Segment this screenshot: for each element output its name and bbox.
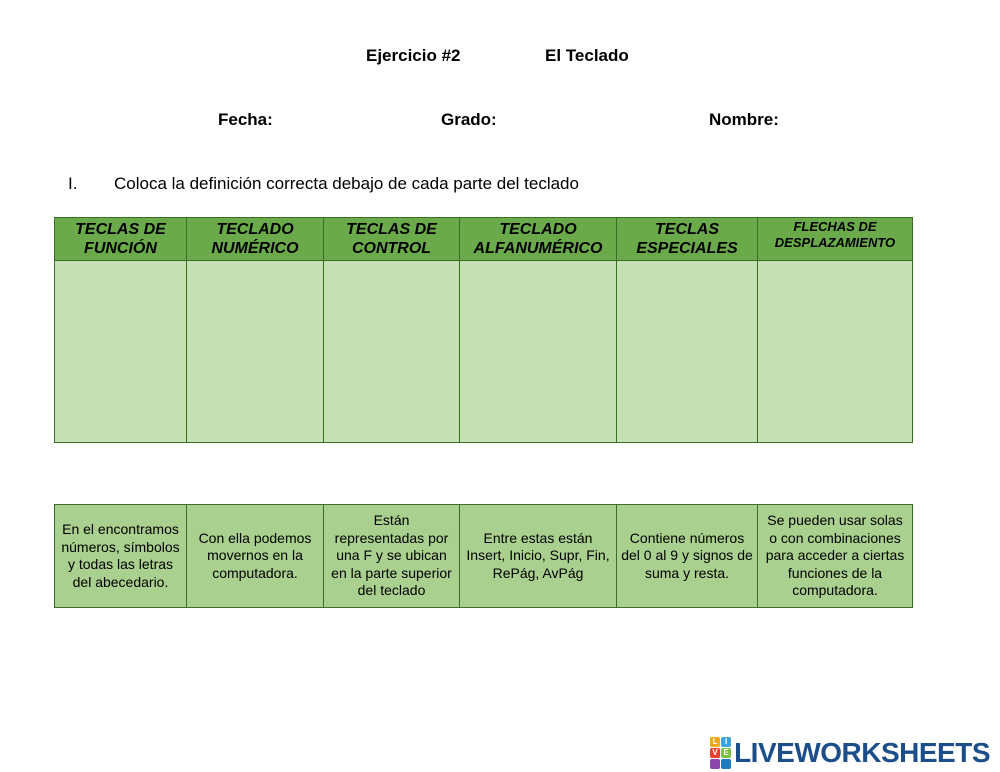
definition-card[interactable]: Se pueden usar solas o con combinaciones…: [757, 504, 913, 608]
category-header-numeric-keypad: TECLADO NUMÉRICO: [186, 217, 324, 261]
drop-zone-arrow-keys[interactable]: [757, 260, 913, 443]
category-header-control-keys: TECLAS DE CONTROL: [323, 217, 460, 261]
definition-card[interactable]: En el encontramos números, símbolos y to…: [54, 504, 187, 608]
category-header-special-keys: TECLAS ESPECIALES: [616, 217, 758, 261]
definition-card[interactable]: Entre estas están Insert, Inicio, Supr, …: [459, 504, 617, 608]
logo-text: LIVEWORKSHEETS: [734, 737, 990, 768]
categories-table: TECLAS DE FUNCIÓN TECLADO NUMÉRICO TECLA…: [54, 217, 913, 443]
answer-drop-row: [54, 260, 913, 443]
drop-zone-control-keys[interactable]: [323, 260, 460, 443]
drop-zone-function-keys[interactable]: [54, 260, 187, 443]
grade-label: Grado:: [441, 110, 497, 129]
instruction-text: Coloca la definición correcta debajo de …: [114, 174, 579, 193]
worksheet-title: El Teclado: [545, 46, 629, 65]
definitions-row: En el encontramos números, símbolos y to…: [54, 504, 913, 608]
drop-zone-alphanumeric[interactable]: [459, 260, 617, 443]
name-label: Nombre:: [709, 110, 779, 129]
definitions-table: En el encontramos números, símbolos y to…: [54, 504, 913, 608]
categories-header-row: TECLAS DE FUNCIÓN TECLADO NUMÉRICO TECLA…: [54, 217, 913, 261]
category-header-function-keys: TECLAS DE FUNCIÓN: [54, 217, 187, 261]
exercise-number: Ejercicio #2: [366, 46, 461, 65]
date-label: Fecha:: [218, 110, 273, 129]
definition-card[interactable]: Con ella podemos movernos en la computad…: [186, 504, 324, 608]
drop-zone-numeric-keypad[interactable]: [186, 260, 324, 443]
drop-zone-special-keys[interactable]: [616, 260, 758, 443]
definition-card[interactable]: Contiene números del 0 al 9 y signos de …: [616, 504, 758, 608]
definition-card[interactable]: Están representadas por una F y se ubica…: [323, 504, 460, 608]
category-header-alphanumeric: TECLADO ALFANUMÉRICO: [459, 217, 617, 261]
category-header-arrow-keys: FLECHAS DE DESPLAZAMIENTO: [757, 217, 913, 261]
section-numeral: I.: [68, 174, 78, 193]
